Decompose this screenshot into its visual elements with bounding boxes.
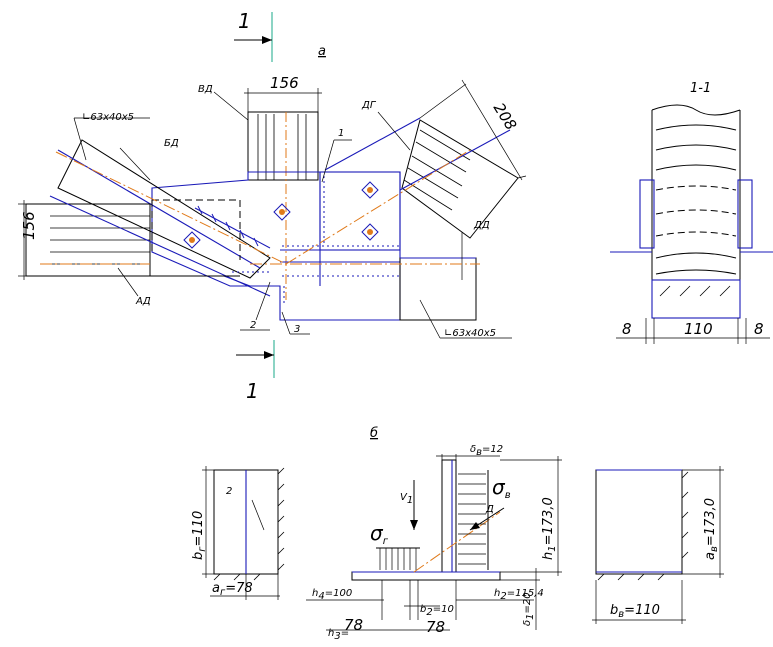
member-label-vd: ВД (198, 84, 213, 95)
sigma-v-diagram: σв Д (458, 470, 511, 570)
gusset-plate (151, 171, 401, 321)
callouts: 1 2 3 (240, 128, 352, 335)
plate-v: aв=173,0 bв=110 (592, 466, 724, 624)
dim-delta-v: δв=12 (470, 444, 503, 458)
bolts (183, 181, 379, 249)
dim-78-b: 78 (426, 618, 445, 636)
section-number-bottom: 1 (246, 379, 259, 403)
plate-label: 2 (226, 486, 232, 497)
member-dg: ДГ (324, 100, 519, 239)
section-number-top: 1 (238, 9, 251, 33)
seam-welds (232, 176, 400, 304)
member-label-ad: АД (135, 296, 151, 307)
dim-h1: h1=173,0 (541, 497, 558, 560)
section-view-1-1: 1-1 8 110 8 (610, 81, 773, 344)
dim-78-a: 78 (344, 616, 363, 634)
section-marker-top: 1 (234, 9, 273, 62)
member-label-bd: БД (164, 138, 179, 149)
section-dim-right: 8 (754, 320, 764, 338)
section-dim-left: 8 (622, 320, 632, 338)
dim-208-text: 208 (490, 100, 520, 134)
dim-156-top-text: 156 (270, 74, 299, 92)
dim-156-left: 156 (18, 200, 38, 280)
callout-2: 2 (250, 320, 256, 331)
member-bd: БД ∟63х40х5 (57, 112, 271, 279)
plate-2: 2 bг=110 aг=78 (191, 466, 285, 600)
v1-arrow: V1 (400, 480, 418, 530)
angle-label-top: ∟63х40х5 (82, 112, 134, 123)
bolt (273, 203, 291, 221)
sigma-v-label: σв (492, 475, 511, 501)
bolt (183, 231, 201, 249)
sigma-g-label: σг (370, 521, 389, 547)
view-label-a: а (318, 44, 326, 59)
section-marker-bottom: 1 (236, 340, 275, 403)
weld-view-b: б 2 bг=110 aг=78 (191, 426, 724, 642)
section-label: 1-1 (690, 81, 711, 96)
section-dim-mid: 110 (684, 320, 713, 338)
member-ad: АД (25, 195, 271, 307)
member-vd: ВД (198, 84, 319, 300)
bolt (361, 223, 379, 241)
member-label-dd: ДД (473, 220, 490, 231)
dim-bg: bг=110 (191, 511, 208, 560)
member-label-dg: ДГ (361, 100, 377, 111)
t-joint: σв Д σг V1 (306, 444, 562, 642)
dim-208: 208 (419, 79, 527, 181)
sigma-g-diagram: σг (370, 521, 420, 570)
callout-3: 3 (294, 324, 300, 335)
dim-delta1: δ1=20 (522, 592, 536, 626)
dim-h3: h3= (328, 628, 349, 642)
member-dd: ДД ∟63х40х5 (399, 220, 512, 339)
angle-label-bottom: ∟63х40х5 (444, 328, 496, 339)
dim-156-top: 156 (244, 74, 322, 112)
axis-lines (40, 149, 480, 265)
dim-156-left-text: 156 (20, 211, 38, 240)
d-label: Д (485, 504, 494, 515)
callout-1: 1 (338, 128, 344, 139)
dim-h2: h2=115,4 (494, 588, 544, 602)
dim-ag: aг=78 (212, 581, 253, 598)
node-view-a: а ВД 156 (18, 44, 527, 339)
dim-av: aв=173,0 (703, 498, 720, 560)
dim-b2: b2=10 (420, 604, 454, 618)
dim-h4: h4=100 (312, 588, 352, 602)
bolt (361, 181, 379, 199)
view-label-b: б (370, 426, 378, 441)
v1-label: V1 (400, 492, 413, 506)
dim-bv: bв=110 (610, 603, 660, 620)
